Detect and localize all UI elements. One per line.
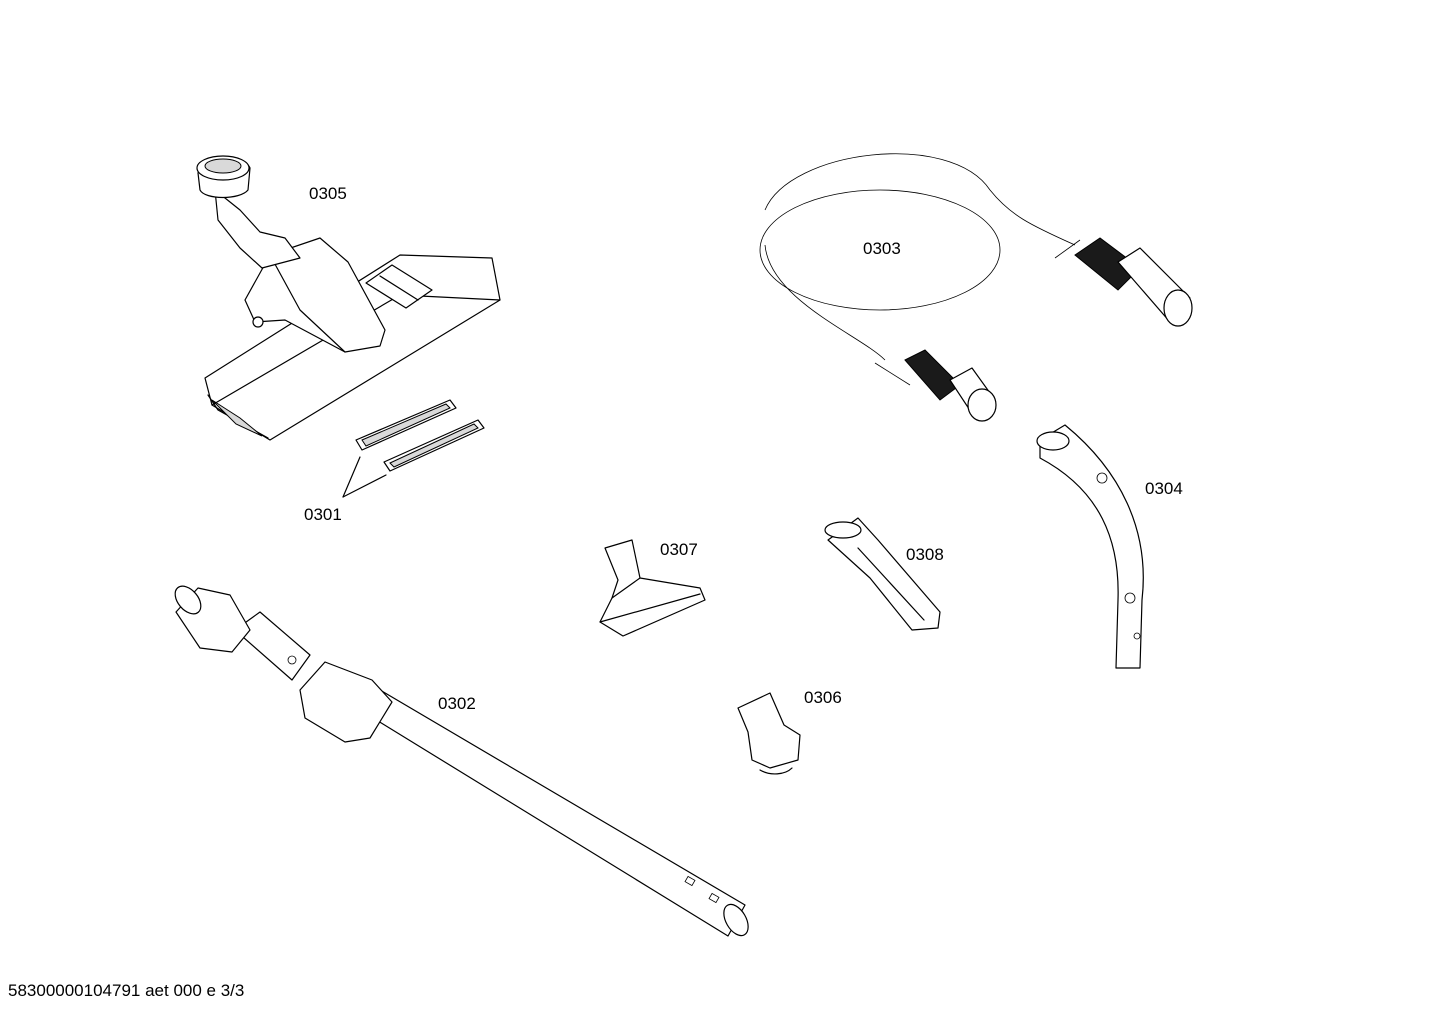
document-footer-code: 58300000104791 aet 000 e 3/3	[8, 981, 245, 1000]
floor-nozzle-drawing[interactable]	[196, 155, 501, 441]
suction-hose-drawing[interactable]	[759, 153, 1193, 422]
part-label-0307: 0307	[660, 540, 698, 559]
part-label-0305: 0305	[309, 184, 347, 203]
upholstery-nozzle-drawing[interactable]	[599, 539, 706, 637]
brush-strips-drawing[interactable]	[342, 399, 485, 498]
part-label-0301: 0301	[304, 505, 342, 524]
part-label-0308: 0308	[906, 545, 944, 564]
part-label-0302: 0302	[438, 694, 476, 713]
telescopic-tube-drawing[interactable]	[170, 581, 753, 939]
small-nozzle-drawing[interactable]	[737, 692, 801, 775]
crevice-nozzle-drawing[interactable]	[824, 517, 941, 631]
part-label-0306: 0306	[804, 688, 842, 707]
curved-handle-drawing[interactable]	[1036, 424, 1144, 669]
part-label-0303: 0303	[863, 239, 901, 258]
part-label-0304: 0304	[1145, 479, 1183, 498]
